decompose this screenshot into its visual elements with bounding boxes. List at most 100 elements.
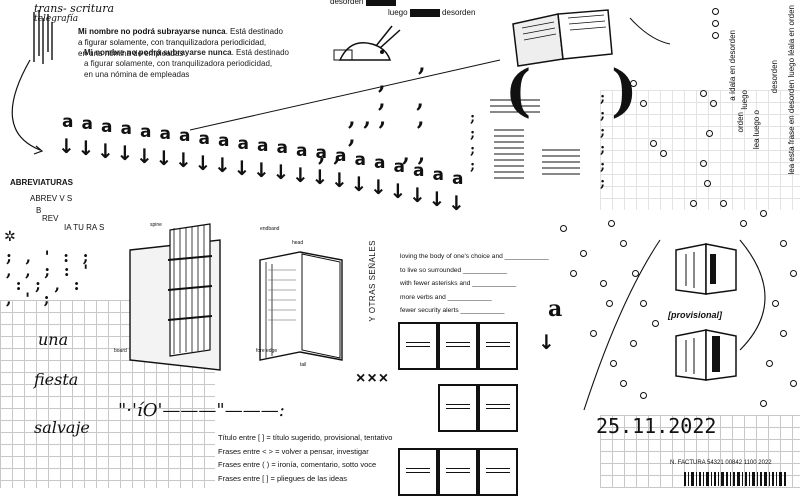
circle-dot-icon bbox=[790, 380, 797, 387]
down-arrow-icon: ↓ bbox=[448, 191, 465, 215]
a-letter: a bbox=[257, 136, 269, 156]
a-letter: a bbox=[81, 114, 93, 135]
card-box-lines bbox=[406, 468, 430, 473]
top-fragment-b: luego desorden bbox=[388, 8, 475, 17]
circle-dot-icon bbox=[606, 300, 613, 307]
statement-echo-line-2: a figurar solamente, con tranquilizadora… bbox=[84, 59, 273, 68]
a-letter: a bbox=[354, 149, 366, 170]
down-arrow-icon: ↓ bbox=[253, 158, 270, 182]
provisional-book-diagram-top bbox=[675, 243, 737, 295]
circle-dot-icon bbox=[560, 225, 567, 232]
down-arrow-icon: ↓ bbox=[292, 162, 309, 187]
grid-background-right bbox=[600, 90, 800, 210]
a-letter: a bbox=[413, 161, 425, 182]
card-box bbox=[398, 322, 438, 370]
card-box-lines bbox=[406, 342, 430, 347]
handwritten-quote-io: "·'íO'———"———: bbox=[118, 400, 285, 421]
legend-line: Frases entre ( ) = ironía, comentario, s… bbox=[218, 460, 377, 469]
card-box-lines bbox=[486, 468, 510, 473]
statement-line-2: a figurar solamente, con tranquilizadora… bbox=[78, 38, 267, 47]
statement-block: Mi nombre no podrá subrayarse nunca. Est… bbox=[78, 26, 318, 59]
poem-line: with fewer asterisks and ____________ bbox=[400, 280, 517, 287]
circle-dot-icon bbox=[760, 210, 767, 217]
statement-rest: . Está destinado bbox=[225, 27, 283, 36]
handwritten-una: una bbox=[38, 330, 69, 349]
down-arrow-icon: ↓ bbox=[116, 141, 134, 166]
provisional-label: [provisional] bbox=[668, 310, 723, 320]
card-box bbox=[478, 322, 518, 370]
circle-dot-icon bbox=[640, 392, 647, 399]
handwritten-fiesta: fiesta bbox=[34, 370, 79, 389]
vertical-text: desorden bbox=[770, 60, 779, 94]
open-book-illustration bbox=[512, 9, 613, 67]
card-box bbox=[478, 448, 518, 496]
statement-echo-line-3: en una nómina de empleadas bbox=[84, 70, 190, 79]
down-arrow-icon: ↓ bbox=[428, 187, 446, 212]
statement-bold: Mi nombre no podrá subrayarse nunca bbox=[78, 27, 226, 36]
vertical-text: a ídala en desorden bbox=[728, 30, 737, 101]
a-letter: a bbox=[315, 143, 327, 164]
circle-dot-icon bbox=[650, 140, 657, 147]
book-label-head: head bbox=[292, 240, 304, 246]
book-label-fore-edge: fore edge bbox=[256, 348, 278, 354]
down-arrow-icon: ↓ bbox=[214, 153, 231, 178]
redaction-bar-2 bbox=[409, 8, 440, 17]
down-arrow-icon: ↓ bbox=[409, 183, 426, 208]
semicolon-column: ;;;; bbox=[470, 110, 476, 174]
card-box bbox=[478, 384, 518, 432]
statement-line-3: en una nómina de empleadas bbox=[78, 49, 184, 58]
barcode bbox=[684, 472, 786, 486]
down-arrow-icon: ↓ bbox=[389, 179, 407, 204]
circle-dot-icon bbox=[600, 280, 607, 287]
card-box bbox=[398, 448, 438, 496]
top-fragment: desorden bbox=[330, 0, 396, 6]
parentheses-glyph: ( ) bbox=[505, 58, 668, 124]
a-letter: a bbox=[101, 116, 113, 137]
circle-dot-icon bbox=[712, 32, 719, 39]
circle-dot-icon bbox=[652, 320, 659, 327]
circle-dot-icon bbox=[760, 400, 767, 407]
circle-dot-icon bbox=[706, 130, 713, 137]
circle-dot-icon bbox=[790, 270, 797, 277]
circle-dot-icon bbox=[608, 220, 615, 227]
circle-dot-icon bbox=[704, 180, 711, 187]
abreviaturas-line-3: REV bbox=[42, 214, 59, 223]
asterisk-icon: ✲ bbox=[4, 228, 16, 244]
book-label-tail: tail bbox=[300, 362, 307, 368]
circle-dot-icon bbox=[740, 220, 747, 227]
card-box-lines bbox=[486, 404, 510, 409]
poem-line: more verbs and ____________ bbox=[400, 293, 492, 301]
vertical-text: lea luego o bbox=[752, 110, 761, 150]
poem-line: fewer security alerts ____________ bbox=[400, 307, 505, 314]
circle-dot-icon bbox=[780, 240, 787, 247]
down-arrow-icon: ↓ bbox=[155, 146, 173, 170]
a-letter: a bbox=[237, 133, 249, 154]
top-fragment-1: desorden bbox=[330, 0, 364, 6]
statement-echo-bold: Mi nombre no podrá subrayarse nunca bbox=[84, 48, 232, 57]
a-letter: a bbox=[452, 169, 464, 189]
scattered-punctuation: ; , ' : ;, , ; : ' : ; , :, ' ; bbox=[6, 247, 93, 308]
a-letter: a bbox=[62, 112, 74, 132]
bookbinding-diagram bbox=[129, 223, 343, 371]
vertical-text: lea esta frase en desorden luego léala e… bbox=[787, 5, 796, 175]
legend-line: Frases entre < > = volver a pensar, inve… bbox=[218, 446, 369, 456]
factura-number: N. FACTURA 54321 00842 1100 2022 bbox=[670, 460, 772, 466]
poem-line: loving the body of one's choice and ____… bbox=[400, 253, 549, 260]
abreviaturas-line-4: IA TU RA S bbox=[64, 223, 105, 232]
book-label-spine: spine bbox=[150, 222, 162, 228]
circle-dot-icon bbox=[772, 300, 779, 307]
down-arrow-icon: ↓ bbox=[350, 171, 368, 196]
circle-dot-icon bbox=[610, 360, 617, 367]
horizontal-rules-block bbox=[490, 99, 580, 179]
a-letter: a bbox=[335, 145, 347, 166]
vertical-text: luego bbox=[740, 90, 749, 110]
circle-dot-icon bbox=[690, 200, 697, 207]
card-box-lines bbox=[446, 468, 470, 473]
circle-dot-icon bbox=[700, 90, 707, 97]
side-label-otras-senales: Y OTRAS SEÑALES bbox=[368, 240, 377, 322]
down-arrow-icon: ↓ bbox=[77, 136, 95, 161]
handwritten-big-a: a bbox=[548, 296, 563, 322]
down-arrow-icon: ↓ bbox=[136, 143, 153, 168]
statement-echo-rest: . Está destinado bbox=[231, 48, 289, 57]
top-fragment-2: luego bbox=[388, 8, 408, 17]
